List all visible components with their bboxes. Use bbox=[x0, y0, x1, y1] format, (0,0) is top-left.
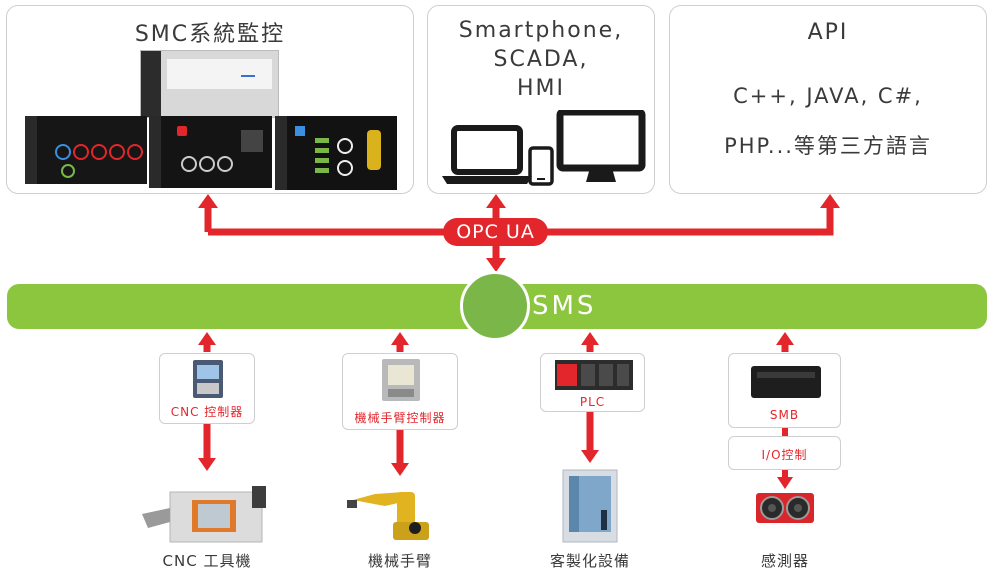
robot-controller-image bbox=[382, 359, 420, 401]
devices-line-1: Smartphone, bbox=[458, 18, 624, 43]
sensor-label: 感測器 bbox=[760, 552, 809, 570]
smc-screenshot-control bbox=[149, 116, 272, 188]
api-box: API C++, JAVA, C#, PHP...等第三方語言 bbox=[669, 5, 987, 194]
plc-image bbox=[555, 360, 633, 390]
cnc-controller-image bbox=[193, 360, 223, 398]
devices-icons bbox=[442, 110, 646, 186]
smc-screenshot-gauges bbox=[25, 116, 147, 184]
opcua-label: OPC UA bbox=[456, 221, 535, 243]
sms-hub-circle bbox=[460, 271, 530, 341]
arrow-head-sms bbox=[486, 258, 506, 272]
api-title: API bbox=[807, 20, 849, 45]
api-languages-line-1: C++, JAVA, C#, bbox=[733, 84, 923, 108]
ultrasonic-sensor-image bbox=[756, 493, 814, 523]
plc-box: PLC bbox=[540, 353, 645, 412]
io-control-label: I/O控制 bbox=[761, 448, 808, 462]
sms-label: SMS bbox=[532, 291, 597, 321]
monitor-icon bbox=[556, 110, 646, 182]
laptop-icon bbox=[442, 125, 532, 184]
smc-monitor-box: SMC系統監控 bbox=[6, 5, 414, 194]
robot-arm-label: 機械手臂 bbox=[367, 552, 432, 570]
cnc-controller-label: CNC 控制器 bbox=[170, 405, 244, 419]
smb-box: SMB bbox=[728, 353, 841, 428]
smc-title: SMC系統監控 bbox=[134, 22, 286, 47]
robot-controller-label: 機械手臂控制器 bbox=[354, 411, 446, 425]
cnc-controller-box: CNC 控制器 bbox=[159, 353, 255, 424]
api-languages-line-2: PHP...等第三方語言 bbox=[724, 134, 932, 158]
io-control-box: I/O控制 bbox=[728, 436, 841, 470]
arrow-head-smc bbox=[198, 194, 218, 208]
custom-equipment-image bbox=[562, 469, 618, 543]
smartphone-icon bbox=[528, 146, 554, 186]
smb-label: SMB bbox=[769, 408, 800, 422]
devices-line-3: HMI bbox=[516, 76, 565, 101]
devices-box: Smartphone, SCADA, HMI bbox=[427, 5, 655, 194]
arrow-head-devices bbox=[486, 194, 506, 208]
plc-label: PLC bbox=[579, 395, 606, 409]
cnc-machine-label: CNC 工具機 bbox=[162, 552, 252, 570]
cnc-machine-image bbox=[142, 486, 266, 543]
lower-connectors bbox=[198, 332, 794, 489]
arrow-head-api bbox=[820, 194, 840, 208]
devices-line-2: SCADA, bbox=[493, 47, 589, 72]
opcua-pill bbox=[443, 218, 548, 246]
custom-equipment-label: 客製化設備 bbox=[549, 552, 630, 570]
smc-screenshot-top bbox=[140, 50, 279, 118]
robot-arm-image bbox=[347, 492, 429, 540]
smc-screenshot-robot bbox=[275, 116, 397, 190]
robot-controller-box: 機械手臂控制器 bbox=[342, 353, 458, 430]
smb-image bbox=[751, 366, 821, 398]
